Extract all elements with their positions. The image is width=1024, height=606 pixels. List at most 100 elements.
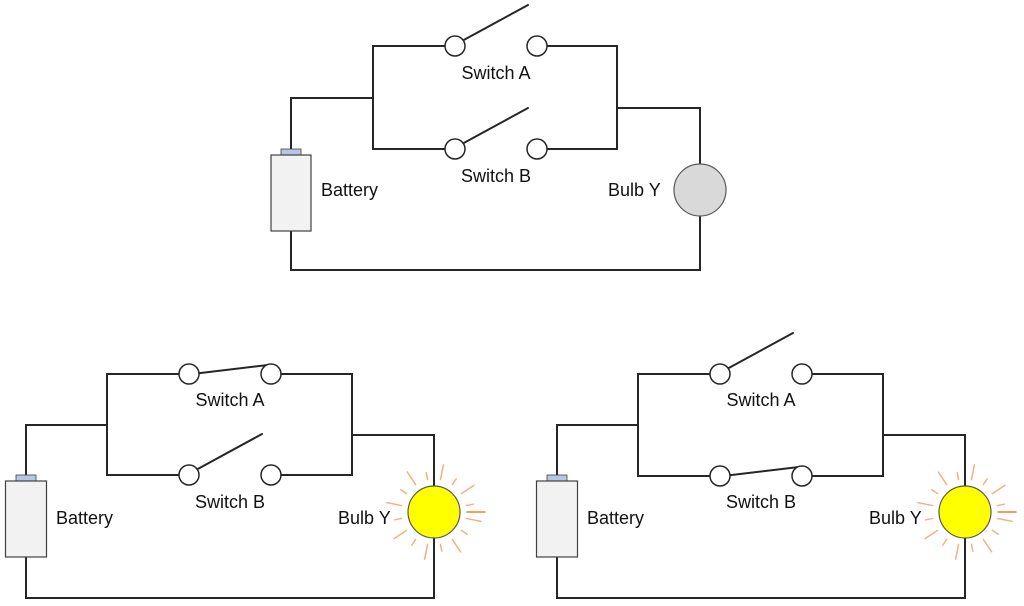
bulb-lit-icon <box>938 485 992 539</box>
switch-a-lever[interactable] <box>461 4 529 42</box>
switch-a-label: Switch A <box>461 63 530 83</box>
bulb-ray <box>937 471 948 486</box>
switch-b-lever[interactable] <box>195 433 263 471</box>
switch-a-terminal-left <box>178 363 200 385</box>
switch-a-lever[interactable] <box>196 364 269 375</box>
switch-a-label: Switch A <box>195 390 264 410</box>
switch-b-terminal-left <box>709 465 731 487</box>
bulb-ray <box>451 477 457 486</box>
bulb-label: Bulb Y <box>869 508 922 528</box>
battery-terminal <box>280 148 302 156</box>
wire-junction-to-bulb <box>882 434 966 487</box>
wires <box>25 373 435 599</box>
bulb-ray <box>386 501 403 507</box>
switch-b[interactable] <box>444 107 548 160</box>
switch-a-lever[interactable] <box>726 332 794 370</box>
bulb-ray <box>996 517 1013 523</box>
switch-b-lever[interactable] <box>727 466 800 477</box>
switch-a-label: Switch A <box>726 390 795 410</box>
bulb-label: Bulb Y <box>608 180 661 200</box>
switch-a-terminal-right <box>526 35 548 57</box>
switch-a-terminal-left <box>709 363 731 385</box>
bulb-ray <box>451 538 462 553</box>
wires <box>556 373 966 599</box>
bulb-ray <box>970 464 976 481</box>
wire-right-junction <box>280 373 353 476</box>
switch-a[interactable] <box>444 4 548 57</box>
bulb <box>917 464 1017 560</box>
bulb-ray <box>465 503 474 507</box>
switch-a-terminal-right <box>260 363 282 385</box>
bulb-ray <box>460 484 475 495</box>
bulb-ray <box>924 529 939 540</box>
battery-label: Battery <box>56 508 113 528</box>
bulb-ray <box>970 543 974 552</box>
bulb-ray <box>460 529 469 535</box>
battery <box>535 474 579 558</box>
wire-battery-to-junction <box>290 97 374 150</box>
bulb-ray <box>982 477 988 486</box>
battery-terminal <box>546 474 568 482</box>
bulb-ray <box>399 489 408 495</box>
battery-label: Battery <box>321 180 378 200</box>
wire-right-junction <box>546 45 618 150</box>
bulb-ray <box>394 517 403 521</box>
bulb-ray <box>393 529 408 540</box>
switch-b-terminal-right <box>260 464 282 486</box>
bulb-label: Bulb Y <box>338 508 391 528</box>
bulb-ray <box>996 503 1005 507</box>
bulb-rays <box>386 464 486 560</box>
switch-b-terminal-right <box>791 465 813 487</box>
battery-label: Battery <box>587 508 644 528</box>
switch-b-lever[interactable] <box>461 107 529 145</box>
switch-b[interactable] <box>709 465 813 487</box>
bulb-unlit-icon <box>673 163 727 217</box>
bulb-ray <box>991 529 1000 535</box>
wire-return <box>556 537 966 599</box>
bulb-ray <box>411 538 417 547</box>
bulb-ray <box>439 543 443 552</box>
bulb-ray <box>439 464 445 481</box>
bulb-ray <box>930 489 939 495</box>
switch-b[interactable] <box>178 433 282 486</box>
bulb-ray <box>423 543 429 560</box>
battery-icon <box>4 480 48 558</box>
switch-b-terminal-left <box>178 464 200 486</box>
bulb-rays <box>917 464 1017 560</box>
bulb-ray <box>991 484 1006 495</box>
battery <box>270 148 312 232</box>
bulb-ray <box>956 472 960 481</box>
bulb-ray <box>425 472 429 481</box>
wire-battery-to-junction <box>556 424 639 476</box>
switch-a-terminal-left <box>444 35 466 57</box>
bulb-ray <box>925 517 934 521</box>
bulb-ray <box>406 471 417 486</box>
bulb <box>386 464 486 560</box>
switch-b-terminal-left <box>444 138 466 160</box>
bulb-ray <box>954 543 960 560</box>
switch-b-label: Switch B <box>195 492 265 512</box>
battery-terminal <box>15 474 37 482</box>
wire-right-junction <box>811 373 884 477</box>
bulb-ray <box>942 538 948 547</box>
wire-junction-to-bulb <box>616 107 701 165</box>
bulb-ray <box>465 517 482 523</box>
circuit-bottom-left: Battery Switch A Switch B Bulb Y <box>4 363 486 599</box>
switch-a-terminal-right <box>791 363 813 385</box>
wire-return <box>290 215 701 271</box>
switch-b-terminal-right <box>526 138 548 160</box>
switch-a[interactable] <box>178 363 282 385</box>
battery-icon <box>270 154 312 232</box>
circuit-top: Battery Switch A Switch B Bulb Y <box>270 4 727 271</box>
wire-return <box>25 537 435 599</box>
bulb-ray <box>982 538 993 553</box>
switch-b-label: Switch B <box>461 166 531 186</box>
wires <box>290 45 701 271</box>
wire-battery-to-junction <box>25 424 108 476</box>
switch-a[interactable] <box>709 332 813 385</box>
wire-junction-to-bulb <box>351 434 435 487</box>
battery-icon <box>535 480 579 558</box>
bulb-lit-icon <box>407 485 461 539</box>
